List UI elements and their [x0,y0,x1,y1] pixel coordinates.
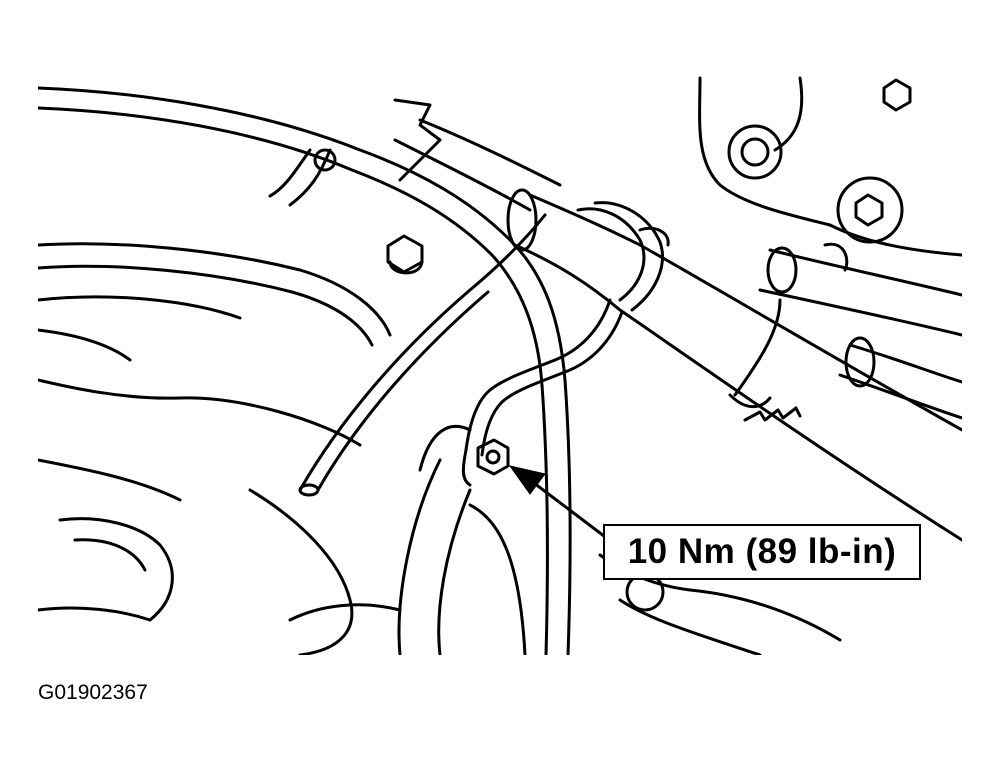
main-hose [395,120,962,540]
upper-right-bracket [700,78,962,255]
hex-bolt-icon [478,440,508,474]
left-housing [38,330,400,655]
torque-spec-label: 10 Nm (89 lb-in) [627,532,897,571]
upper-curved-tube [38,88,570,655]
upper-right-bolt-icon [856,80,910,225]
torque-spec-callout: 10 Nm (89 lb-in) [603,524,921,580]
mounting-bracket [463,300,622,485]
diagonal-rod [300,215,545,495]
arrow-pointer-icon [510,466,604,536]
hose-clamp [578,203,668,310]
bracket-pad [399,426,525,655]
right-small-hoses [730,244,962,420]
figure-id-label: G01902367 [38,681,148,704]
middle-sweeping-tube [38,244,390,345]
center-hex-bolt-icon [388,236,422,273]
upper-left-bracket [270,100,440,205]
